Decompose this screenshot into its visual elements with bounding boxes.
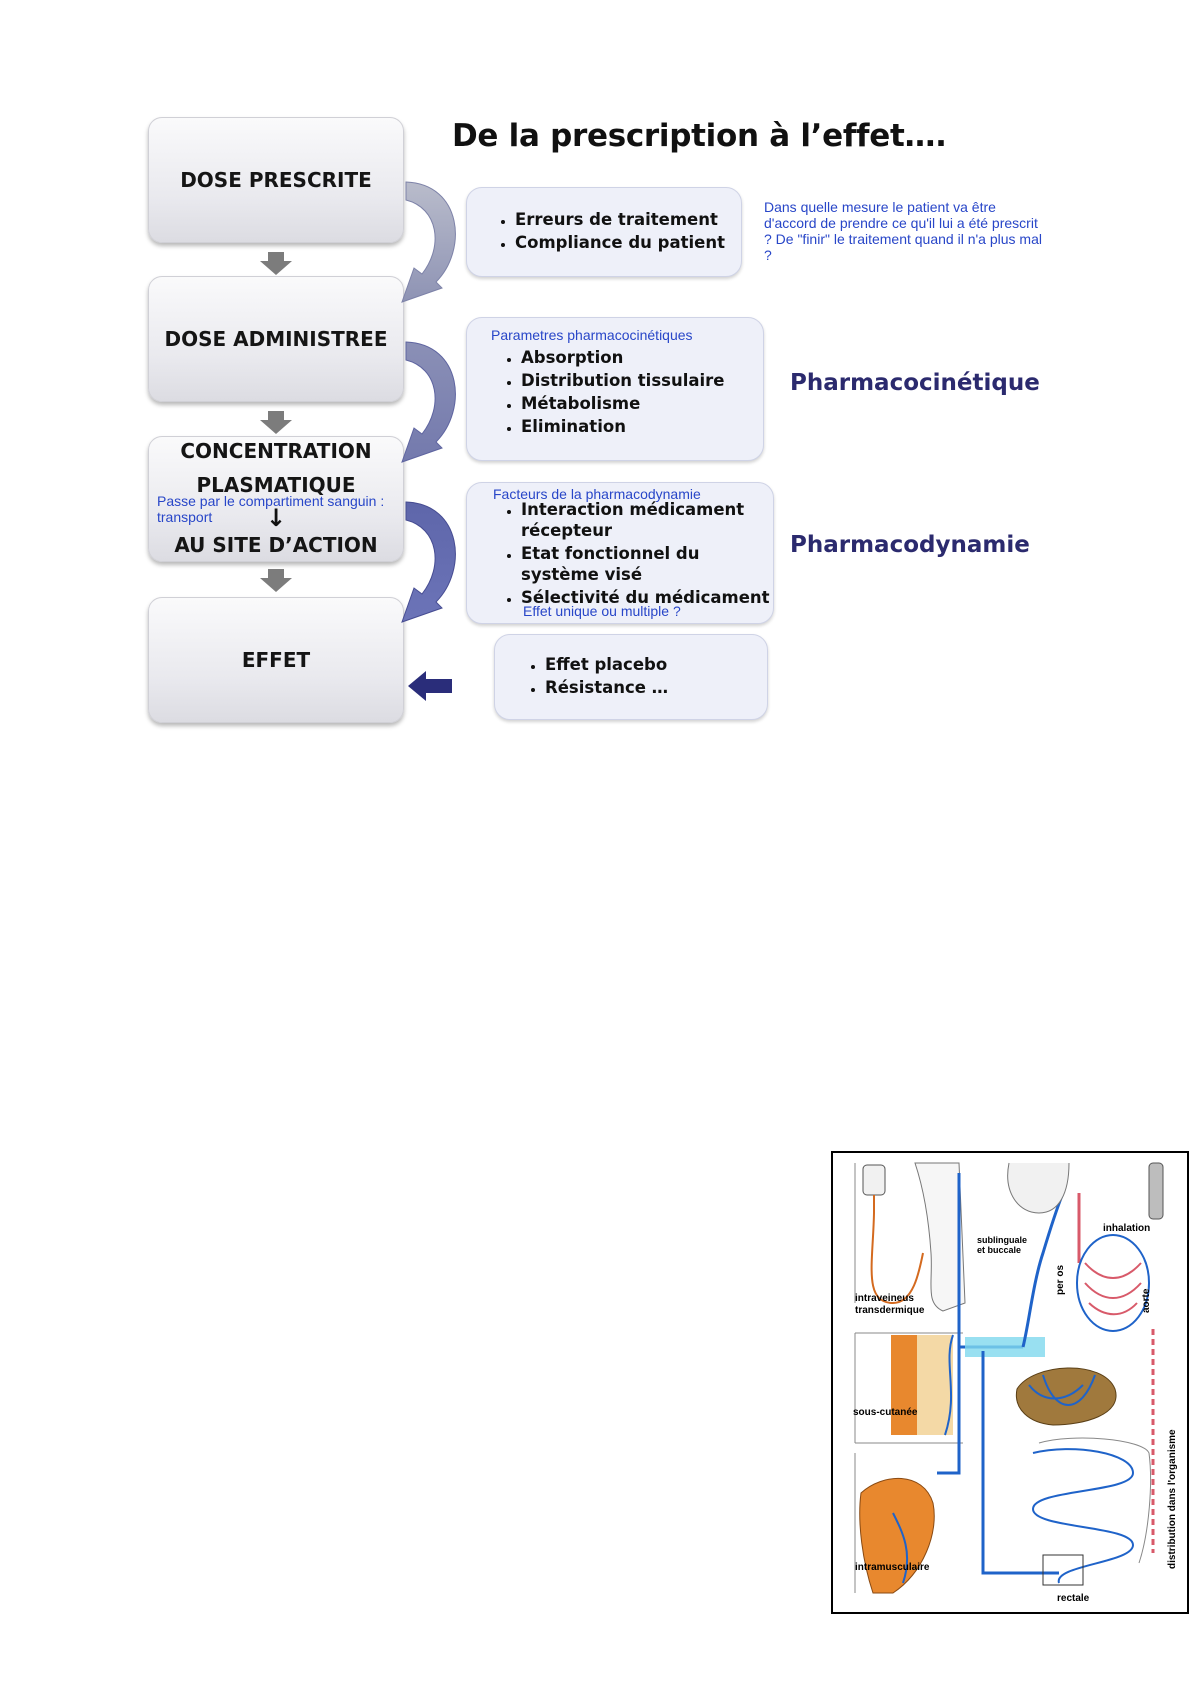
stage-concentration: CONCENTRATION PLASMATIQUE Passe par le c… — [148, 436, 404, 562]
route-label: sublinguale — [977, 1235, 1028, 1245]
administration-routes-illustration: inhalation sublinguale et buccale intrav… — [831, 1151, 1189, 1614]
route-label: et buccale — [977, 1245, 1022, 1255]
stage-label: CONCENTRATION — [180, 439, 372, 463]
down-arrow-icon — [260, 411, 292, 434]
info-box-pharmacodynamics: Facteurs de la pharmacodynamie Interacti… — [466, 482, 774, 624]
compliance-note: Dans quelle mesure le patient va être d'… — [764, 199, 1042, 263]
list-item: Elimination — [521, 415, 725, 438]
route-label: intramusculaire — [855, 1562, 930, 1573]
list-item: Sélectivité du médicament — [521, 587, 771, 608]
list-item: Etat fonctionnel du système visé — [521, 543, 771, 585]
list-item: Effet placebo — [545, 653, 668, 676]
pharmacocinetique-label: Pharmacocinétique — [790, 370, 1040, 396]
item-list: Erreurs de traitement Compliance du pati… — [497, 208, 725, 254]
route-label: transdermique — [855, 1305, 925, 1316]
curved-arrow-icon — [401, 181, 456, 303]
page-title: De la prescription à l’effet…. — [452, 118, 947, 154]
stage-label: EFFET — [241, 648, 311, 672]
stage-label: AU SITE D’ACTION — [174, 533, 378, 557]
route-label: per os — [1055, 1264, 1066, 1295]
box-heading: Parametres pharmacocinétiques — [491, 327, 693, 343]
route-label: intraveineus — [855, 1293, 914, 1304]
stage-effet: EFFET — [148, 597, 404, 723]
box-heading: Facteurs de la pharmacodynamie — [493, 486, 701, 502]
curved-arrow-icon — [401, 501, 456, 623]
item-list: Absorption Distribution tissulaire Métab… — [503, 346, 725, 438]
curved-arrow-icon — [401, 341, 456, 463]
left-arrow-icon — [408, 671, 452, 701]
info-box-pharmacokinetics: Parametres pharmacocinétiques Absorption… — [466, 317, 764, 461]
route-label: rectale — [1057, 1593, 1090, 1604]
stage-note: Passe par le compartiment sanguin : tran… — [157, 493, 385, 525]
list-item: Métabolisme — [521, 392, 725, 415]
route-label: distribution dans l'organisme — [1167, 1429, 1178, 1569]
list-item: Erreurs de traitement — [515, 208, 725, 231]
box-note: Effet unique ou multiple ? — [523, 603, 681, 619]
info-box-treatment: Erreurs de traitement Compliance du pati… — [466, 187, 742, 277]
down-arrow-icon: ↓ — [265, 504, 287, 532]
info-box-effect-factors: Effet placebo Résistance … — [494, 634, 768, 720]
route-label: aorte — [1141, 1288, 1152, 1313]
list-item: Absorption — [521, 346, 725, 369]
route-label: sous-cutanée — [853, 1407, 918, 1418]
down-arrow-icon — [260, 569, 292, 592]
route-label: inhalation — [1103, 1223, 1151, 1234]
item-list: Effet placebo Résistance … — [527, 653, 668, 699]
stage-label: DOSE PRESCRITE — [180, 168, 372, 192]
list-item: Interaction médicament récepteur — [521, 499, 771, 541]
stage-label: DOSE ADMINISTREE — [164, 327, 388, 351]
stage-label: PLASMATIQUE — [196, 473, 356, 497]
item-list: Interaction médicament récepteur Etat fo… — [503, 499, 771, 608]
list-item: Distribution tissulaire — [521, 369, 725, 392]
list-item: Résistance … — [545, 676, 668, 699]
list-item: Compliance du patient — [515, 231, 725, 254]
pharmacodynamie-label: Pharmacodynamie — [790, 532, 1030, 558]
stage-dose-administree: DOSE ADMINISTREE — [148, 276, 404, 402]
anatomy-drawing — [854, 1162, 1164, 1594]
stage-dose-prescrite: DOSE PRESCRITE — [148, 117, 404, 243]
down-arrow-icon — [260, 252, 292, 275]
